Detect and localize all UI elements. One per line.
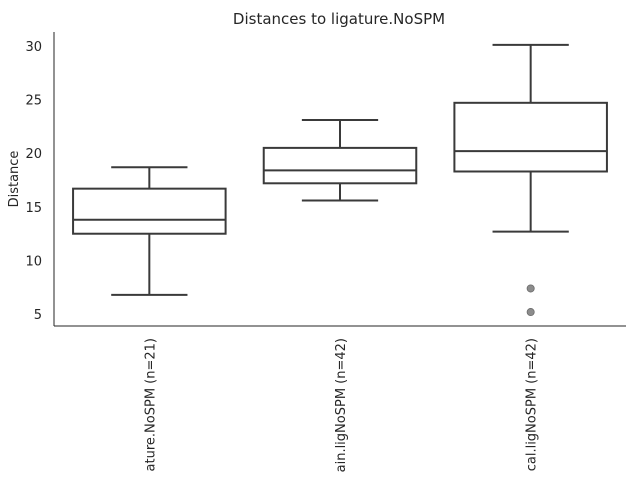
y-tick-label: 30: [25, 40, 42, 55]
y-tick-label: 10: [25, 255, 42, 270]
y-tick-label: 5: [34, 308, 42, 323]
y-axis-label: Distance: [7, 151, 22, 208]
chart-title: Distances to ligature.NoSPM: [233, 10, 445, 28]
x-tick-label: ain.ligNoSPM (n=42): [334, 338, 349, 472]
outlier-point: [526, 284, 535, 293]
x-tick-label: ature.NoSPM (n=21): [143, 338, 158, 471]
y-tick-label: 15: [25, 201, 42, 216]
plot-area: 5 10 15 20 25 30 ature.NoSPM (n=21) ain.ligNoSP…: [25, 32, 626, 472]
x-tick-label: cal.ligNoSPM (n=42): [525, 338, 540, 471]
y-tick-label: 25: [25, 94, 42, 109]
iqr-box: [72, 187, 227, 235]
iqr-box: [453, 101, 608, 173]
iqr-box: [262, 146, 418, 185]
outlier-point: [526, 308, 535, 317]
y-tick-label: 20: [25, 147, 42, 162]
